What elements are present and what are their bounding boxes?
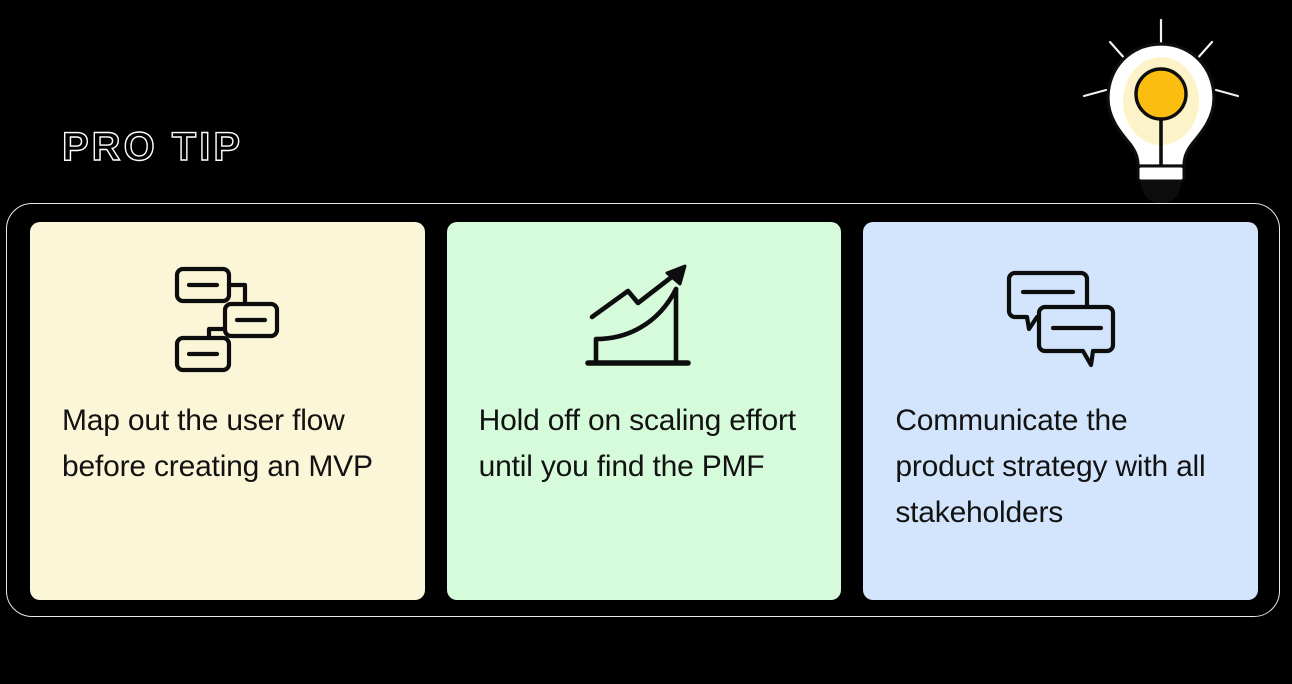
card-text: Communicate the product strategy with al… — [895, 404, 1206, 529]
card-scaling[interactable]: Hold off on scaling effort until you fin… — [446, 222, 842, 600]
growth-chart-icon — [579, 254, 709, 384]
cards-frame — [6, 203, 1280, 617]
card-text: Hold off on scaling effort until you fin… — [478, 404, 796, 483]
lightbulb-icon — [1066, 6, 1256, 206]
flowchart-icon — [162, 254, 292, 384]
page-title: PRO TIP — [61, 124, 244, 169]
chat-bubbles-icon — [996, 254, 1126, 384]
card-text: Map out the user flow before creating an… — [62, 404, 373, 483]
card-user-flow[interactable]: Map out the user flow before creating an… — [30, 222, 425, 600]
cards-row: Map out the user flow before creating an… — [30, 222, 1259, 600]
card-communicate[interactable]: Communicate the product strategy with al… — [863, 222, 1259, 600]
